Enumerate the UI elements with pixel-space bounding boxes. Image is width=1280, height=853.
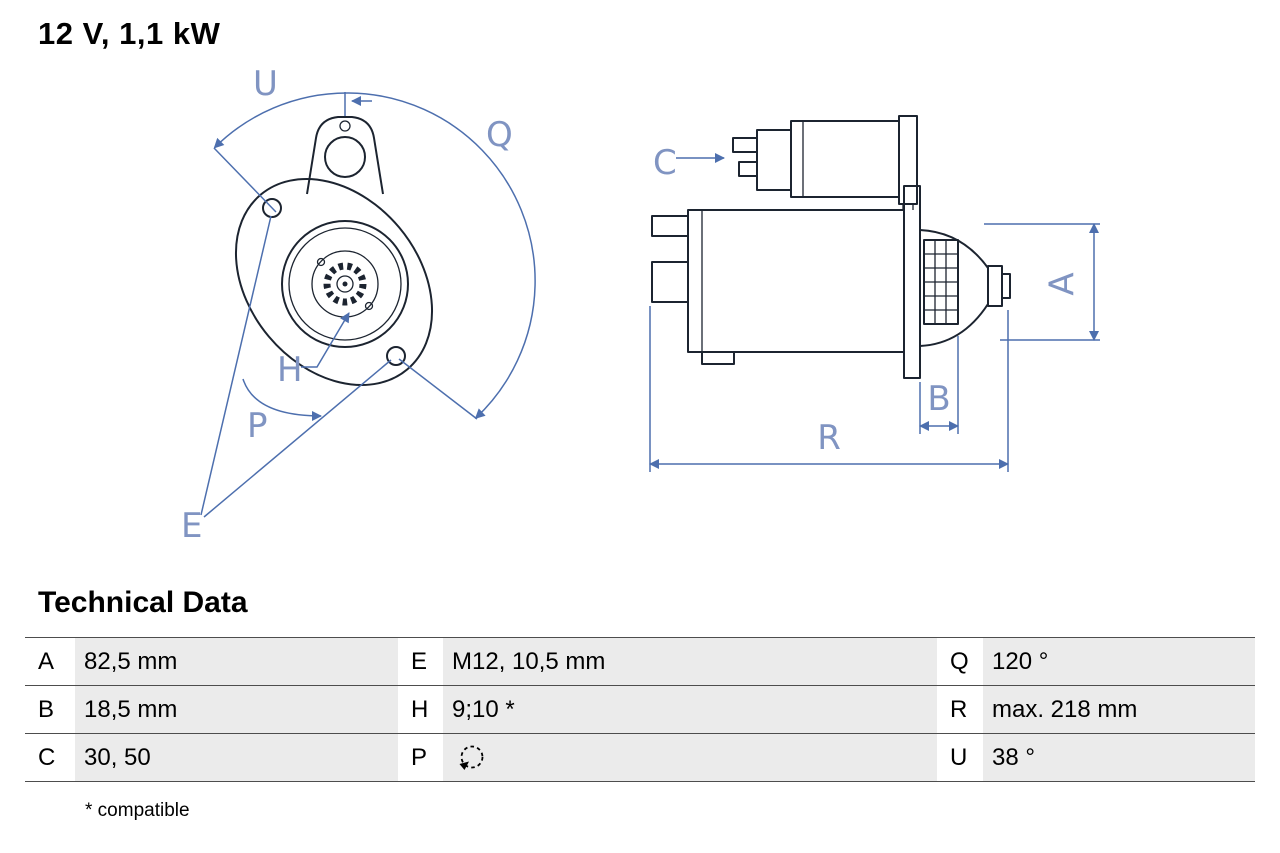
technical-drawing: U Q H P E (181, 64, 1100, 546)
table-value-p (443, 734, 937, 781)
technical-data-table: A 82,5 mm E M12, 10,5 mm Q 120 ° B 18,5 … (25, 637, 1255, 782)
dim-label-b: B (927, 379, 950, 419)
table-value-q: 120 ° (983, 638, 1255, 685)
table-value-r: max. 218 mm (983, 686, 1255, 733)
front-view (234, 116, 434, 387)
table-label-e: E (398, 638, 443, 685)
side-view (651, 115, 1011, 379)
dim-label-h: H (277, 350, 303, 390)
table-value-h: 9;10 * (443, 686, 937, 733)
table-value-u: 38 ° (983, 734, 1255, 781)
front-view-dimensions: U Q H P E (181, 64, 536, 546)
dim-label-r: R (817, 418, 841, 458)
dim-label-q: Q (486, 115, 513, 155)
dim-label-c: C (653, 143, 677, 183)
table-row: A 82,5 mm E M12, 10,5 mm Q 120 ° (25, 638, 1255, 686)
dim-label-e: E (181, 506, 202, 546)
dim-label-a: A (1043, 272, 1083, 295)
side-view-dimensions: C A B R (649, 143, 1100, 472)
table-label-r: R (937, 686, 983, 733)
table-label-h: H (398, 686, 443, 733)
table-label-u: U (937, 734, 983, 781)
table-label-q: Q (937, 638, 983, 685)
footnote: * compatible (85, 800, 190, 821)
table-label-a: A (25, 638, 75, 685)
table-label-c: C (25, 734, 75, 781)
table-row: C 30, 50 P U 38 ° (25, 734, 1255, 782)
table-value-b: 18,5 mm (75, 686, 398, 733)
table-label-p: P (398, 734, 443, 781)
dim-label-u: U (253, 64, 278, 104)
dim-label-p: P (247, 406, 268, 446)
product-title: 12 V, 1,1 kW (38, 16, 221, 51)
table-value-e: M12, 10,5 mm (443, 638, 937, 685)
table-value-c: 30, 50 (75, 734, 398, 781)
table-row: B 18,5 mm H 9;10 * R max. 218 mm (25, 686, 1255, 734)
section-title: Technical Data (38, 586, 248, 619)
table-value-a: 82,5 mm (75, 638, 398, 685)
table-label-b: B (25, 686, 75, 733)
rotation-ccw-icon (459, 745, 484, 770)
